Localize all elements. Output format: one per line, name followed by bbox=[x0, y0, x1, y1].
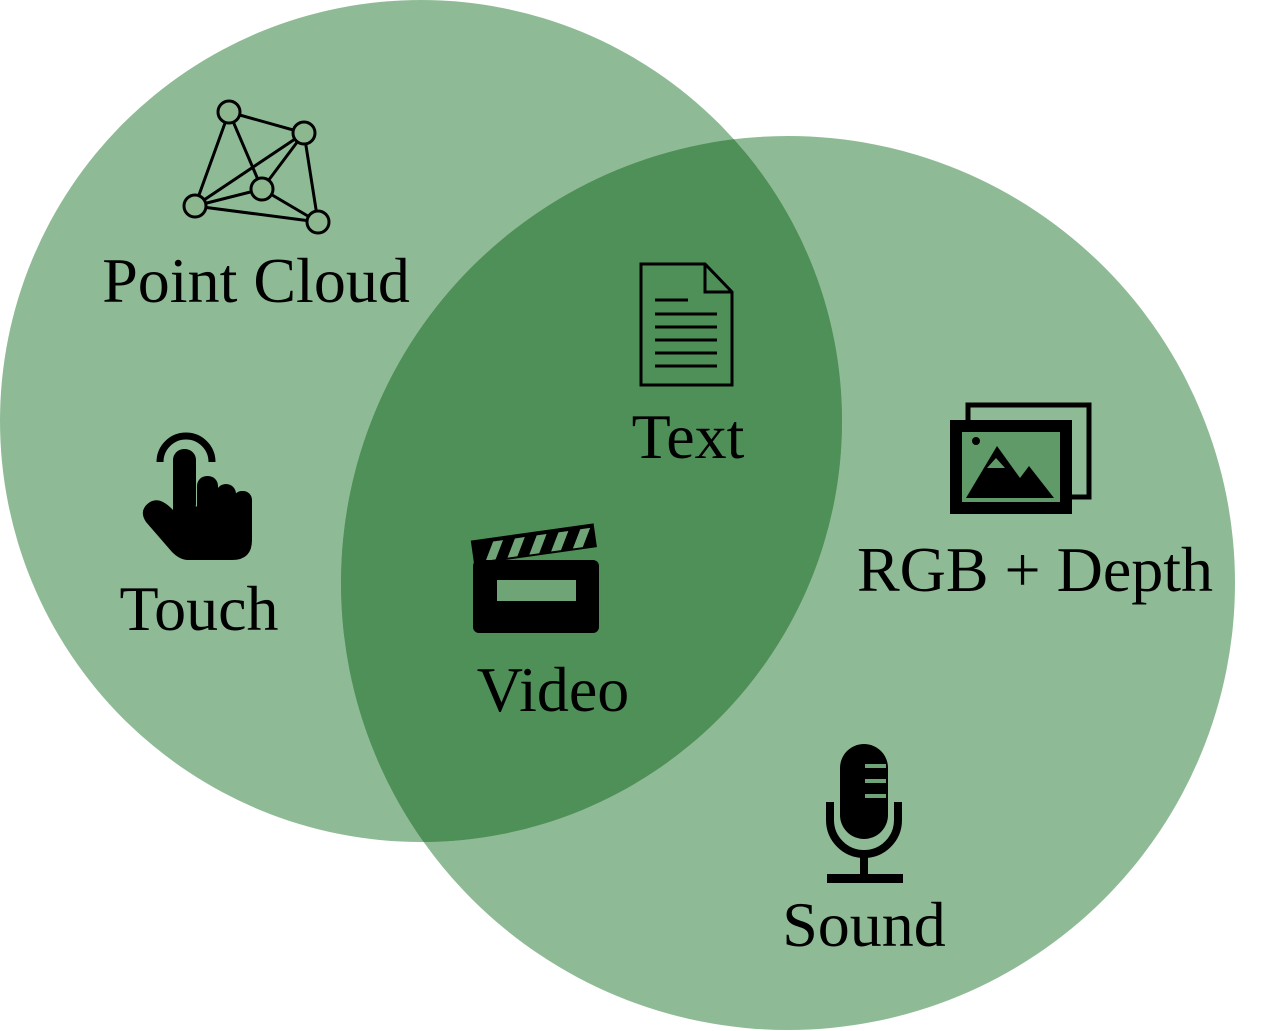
sound-label: Sound bbox=[782, 889, 946, 960]
document-icon bbox=[639, 262, 734, 387]
point-cloud-icon bbox=[182, 99, 331, 235]
image-stack-icon bbox=[950, 402, 1092, 514]
rgb-depth-label: RGB + Depth bbox=[857, 534, 1213, 605]
touch-hand-icon bbox=[142, 432, 252, 560]
text-label: Text bbox=[632, 401, 745, 472]
overlap-region bbox=[341, 136, 842, 842]
video-label: Video bbox=[477, 654, 630, 725]
touch-label: Touch bbox=[119, 573, 278, 644]
point-cloud-label: Point Cloud bbox=[102, 245, 410, 316]
microphone-icon bbox=[826, 744, 903, 883]
clapperboard-icon bbox=[470, 523, 599, 633]
